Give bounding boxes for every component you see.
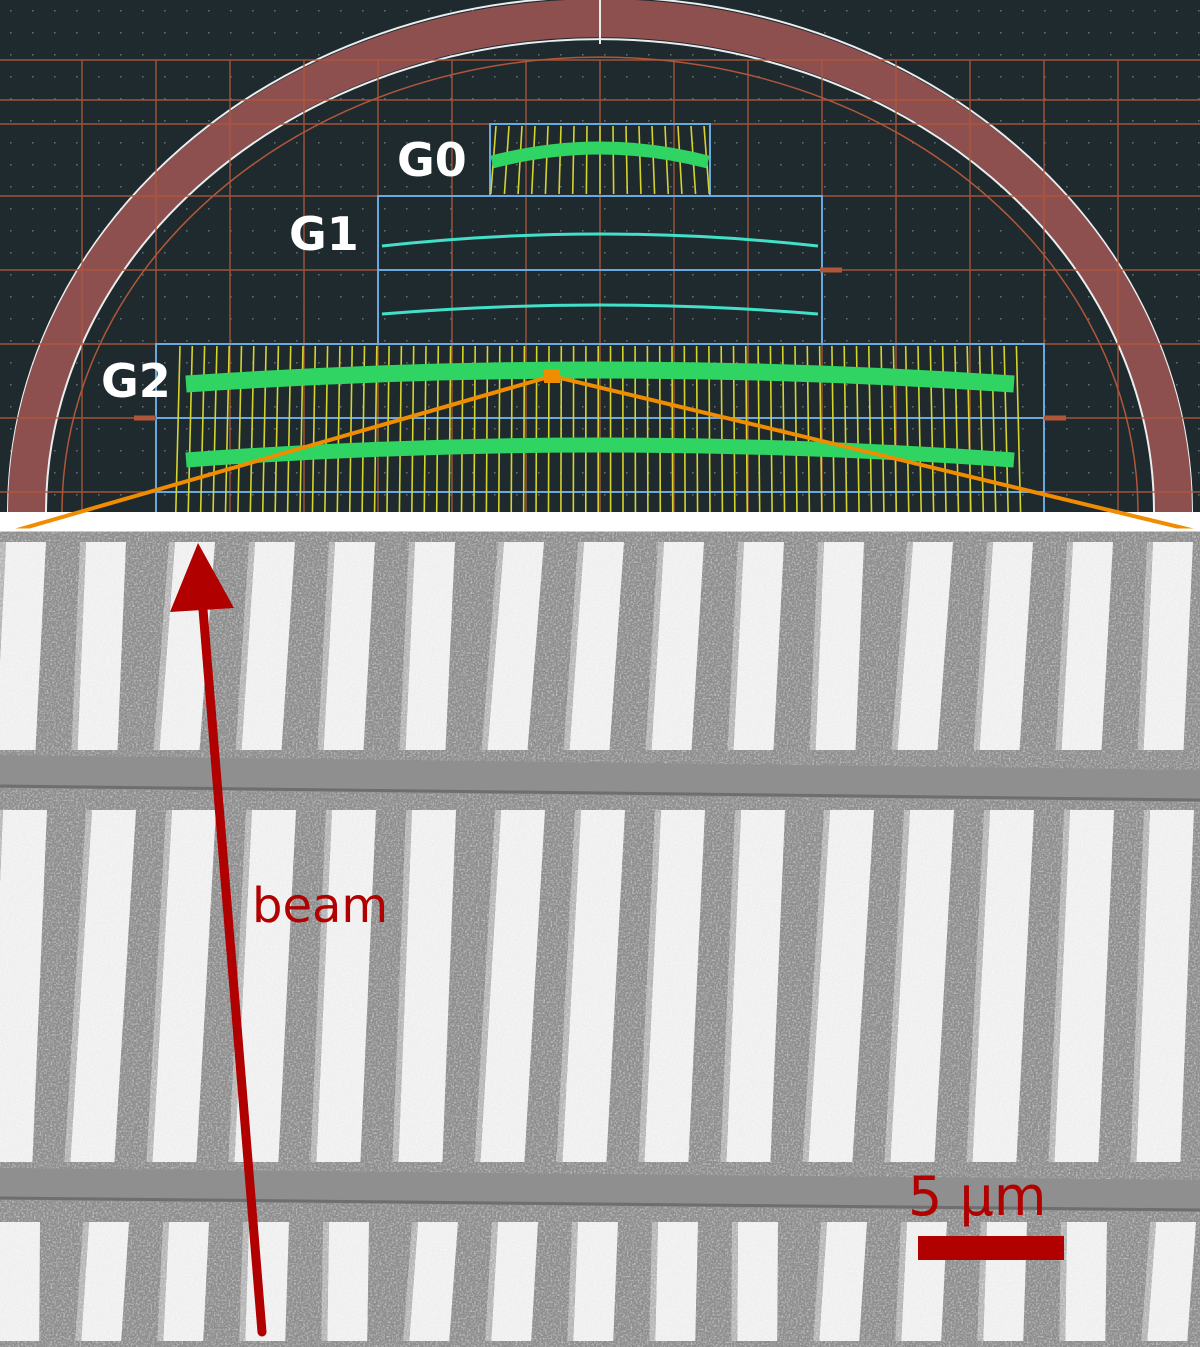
g0-fine-line [530, 125, 536, 195]
g1-grating-arc-1 [381, 232, 819, 248]
grating-block-g2 [155, 343, 1045, 512]
g2-grating-arc-1 [185, 361, 1015, 393]
g0-fine-line [558, 125, 562, 195]
g0-fine-line [625, 125, 629, 195]
g2-fine-line [187, 345, 194, 512]
scale-bar-label: 5 µm [908, 1165, 1046, 1228]
g0-fine-line [571, 125, 575, 195]
label-g2: G2 [101, 354, 171, 408]
sem-micrograph [0, 530, 1200, 1347]
scale-bar [918, 1236, 1064, 1260]
sem-bridge-1-edge [0, 784, 1200, 802]
beam-arrow-shaft [196, 580, 267, 1337]
label-g0: G0 [397, 133, 467, 187]
g0-grating-arc [490, 141, 710, 169]
zoom-line-right [551, 374, 1200, 534]
g0-fine-line [651, 125, 656, 195]
mask-layout-view: G0 G1 G2 [0, 0, 1200, 512]
g0-fine-line [664, 125, 670, 195]
g2-grating-arc-2 [185, 437, 1015, 468]
zoom-line-left [0, 374, 553, 537]
g2-fine-line [1015, 345, 1022, 512]
g1-grating-arc-2 [381, 303, 819, 316]
wafer-inner-circle [61, 56, 1139, 512]
g0-fine-line [612, 125, 615, 195]
g0-fine-line [544, 125, 549, 195]
g0-fine-line [638, 125, 642, 195]
g2-fine-line [199, 345, 206, 512]
beam-arrow-head [170, 543, 234, 612]
g0-fine-line [585, 125, 588, 195]
sem-bridge-2-edge [0, 1196, 1200, 1212]
wafer-outer-edge [7, 0, 1193, 512]
label-g1: G1 [289, 207, 359, 261]
sem-texture [0, 530, 1200, 1347]
beam-label: beam [252, 878, 388, 934]
zoom-origin-marker [544, 369, 560, 383]
